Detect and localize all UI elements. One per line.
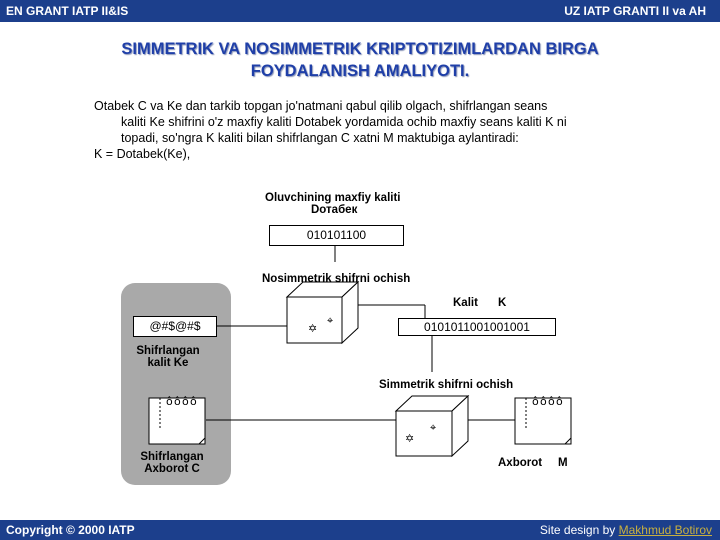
site-design-prefix: Site design by (539, 523, 619, 537)
svg-text:ô: ô (190, 395, 197, 408)
crosshair-icon-2: ⌖ (430, 421, 436, 434)
paragraph-line-4: K = Dotabek(Ke), (94, 147, 191, 161)
message-symbol: M (558, 457, 568, 469)
site-design-credit: Site design by Makhmud Botirov (540, 523, 712, 537)
paragraph-line-3: topadi, so'ngra K kaliti bilan shifrlang… (121, 131, 519, 145)
encrypted-key-label: Shifrlangan kalit Ke (135, 345, 201, 369)
sym-decrypt-label: Simmetrik shifrni ochish (379, 379, 514, 391)
key-label: Kalit (453, 297, 478, 309)
asym-decrypt-block (285, 280, 360, 345)
star-icon-2: ✡ (405, 432, 414, 445)
private-key-box: 010101100 (269, 225, 404, 246)
paragraph-line-2: kaliti Ke shifrini o'z maxfiy kaliti Dot… (121, 115, 567, 129)
private-key-label-line-2: Dотабек (311, 204, 358, 216)
header-right-text: UZ IATP GRANTI II va AH (564, 4, 706, 18)
private-key-label-line-1: Oluvchining maxfiy kaliti (265, 192, 401, 204)
copyright-text: Copyright © 2000 IATP (6, 523, 135, 537)
encrypted-key-label-line-2: kalit Ke (147, 357, 189, 369)
key-bits-box: 0101011001001001 (398, 318, 556, 336)
encrypted-message-label-line-2: Axborot C (144, 463, 200, 475)
crosshair-icon: ⌖ (327, 314, 333, 327)
encrypted-key-box: @#$@#$ (133, 316, 217, 337)
svg-text:ô: ô (166, 395, 173, 408)
footer-bar: Copyright © 2000 IATP Site design by Mak… (0, 520, 720, 540)
svg-text:ô: ô (556, 395, 563, 408)
svg-text:ô: ô (174, 395, 181, 408)
title-line-2: FOYDALANISH AMALIYOTI. (250, 62, 470, 80)
message-label: Axborot (498, 457, 543, 469)
description-paragraph: Otabek C va Ke dan tarkib topgan jo'natm… (94, 98, 654, 162)
svg-text:ô: ô (540, 395, 547, 408)
paragraph-line-1: Otabek C va Ke dan tarkib topgan jo'natm… (94, 99, 548, 113)
slide-title: SIMMETRIK VA NOSIMMETRIK KRIPTOTIZIMLARD… (40, 38, 680, 82)
header-bar: EN GRANT IATP II&IS UZ IATP GRANTI II va… (0, 0, 720, 22)
encrypted-message-label-line-1: Shifrlangan (140, 451, 204, 463)
private-key-value: 010101100 (306, 228, 367, 242)
svg-text:ô: ô (182, 395, 189, 408)
header-left-text: EN GRANT IATP II&IS (6, 4, 129, 18)
star-icon: ✡ (308, 322, 317, 335)
key-symbol: K (498, 297, 507, 309)
title-line-1: SIMMETRIK VA NOSIMMETRIK KRIPTOTIZIMLARD… (121, 40, 599, 58)
encrypted-key-value: @#$@#$ (149, 319, 201, 333)
private-key-label: Oluvchining maxfiy kaliti Dотабек (265, 192, 400, 216)
sym-decrypt-block (394, 394, 470, 458)
svg-text:ô: ô (532, 395, 539, 408)
encrypted-key-label-line-1: Shifrlangan (136, 345, 200, 357)
svg-text:ô: ô (548, 395, 555, 408)
encrypted-message-label: Shifrlangan Axborot C (138, 451, 206, 475)
asym-decrypt-label: Nosimmetrik shifrni ochish (262, 273, 411, 285)
author-link[interactable]: Makhmud Botirov (618, 523, 712, 537)
key-bits-value: 0101011001001001 (424, 320, 530, 334)
